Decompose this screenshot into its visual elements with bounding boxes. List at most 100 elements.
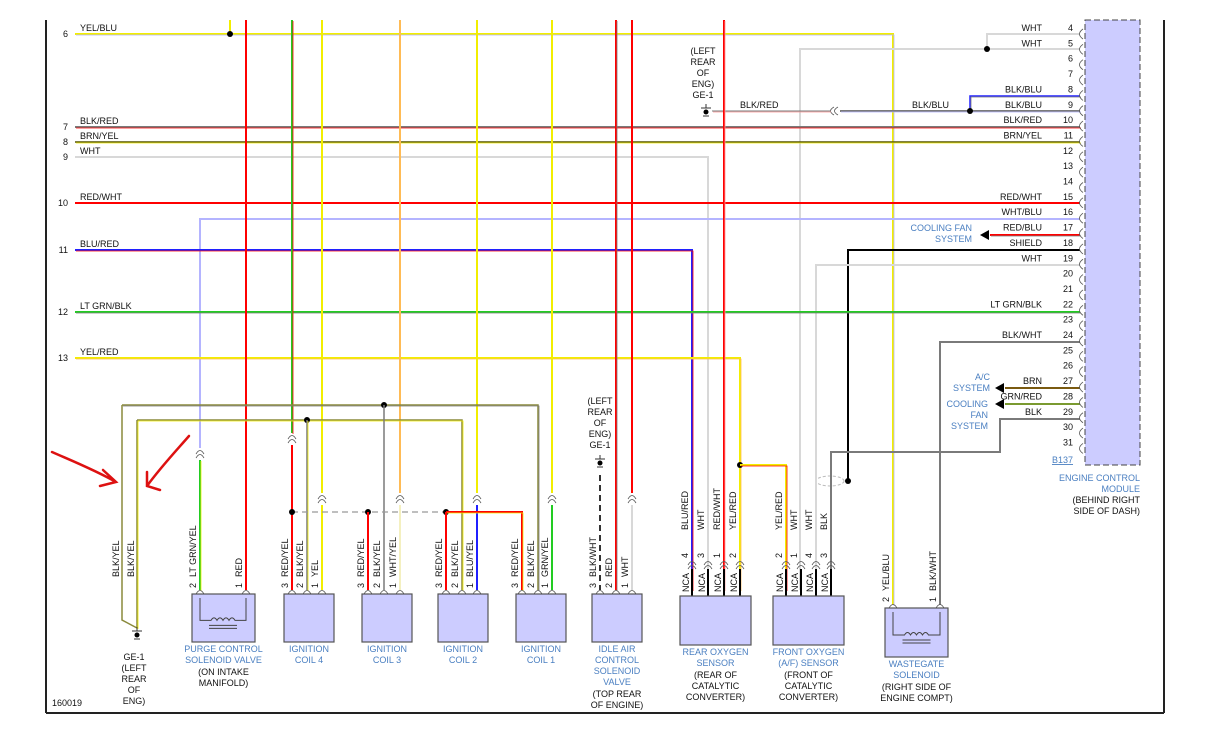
wire [740, 464, 787, 590]
component-coil3 [361, 593, 413, 643]
wire [75, 33, 894, 605]
component-fronto2 [772, 595, 845, 646]
ground-location-label: GE-1 [589, 440, 610, 450]
connector-icon [719, 561, 729, 570]
component-name: COIL 3 [373, 655, 401, 665]
component-name: IDLE AIR [598, 644, 636, 654]
ecm-location: (BEHIND RIGHT [1073, 495, 1141, 505]
splice-dot [227, 31, 233, 37]
pin-number: 1 [620, 583, 630, 588]
diagram-id: 160019 [52, 698, 82, 708]
ground-dot [703, 109, 709, 115]
component-location: (ON INTAKE [198, 667, 249, 677]
pin-number: 3 [696, 553, 706, 558]
ground-location-label: (LEFT [587, 396, 613, 406]
ground-icon-main [132, 627, 142, 640]
ecm-pin-number: 7 [1068, 69, 1073, 79]
ecm-pin-number: 6 [1068, 54, 1073, 64]
ecm-pin-wire-label: WHT [1022, 38, 1043, 48]
component-name: IGNITION [367, 644, 407, 654]
pin-number: 4 [680, 553, 690, 558]
ecm-connector-link[interactable]: B137 [1052, 455, 1073, 465]
ground-location-label: GE-1 [123, 652, 144, 662]
ecm-pin-icon [1079, 105, 1084, 117]
ecm-pin-number: 14 [1063, 177, 1073, 187]
pin-number: 3 [588, 583, 598, 588]
wire-tracer [123, 405, 540, 591]
pin-wire-label: BLK/YEL [372, 540, 382, 577]
pin-number: 1 [789, 553, 799, 558]
component-name: PURGE CONTROL [184, 644, 263, 654]
connector-icon [472, 495, 482, 504]
wire [986, 33, 1080, 49]
ecm-pin-wire-label: BLK/RED [1003, 115, 1042, 125]
component-name: IGNITION [443, 644, 483, 654]
ecm-pin-icon [1079, 228, 1084, 239]
ecm-pin-wire-label: BRN/YEL [1003, 130, 1042, 140]
component-location: CONVERTER) [686, 692, 745, 702]
ground-dot [597, 460, 603, 466]
annotation-arrow-left [50, 450, 119, 488]
connector-icon [687, 561, 697, 570]
pin-wire-label: WHT [620, 556, 630, 577]
ecm-pin-wire-label: BLK/WHT [1002, 330, 1043, 340]
wire [199, 218, 1080, 448]
pin-number: 4 [804, 553, 814, 558]
ecm-pin-number: 12 [1063, 146, 1073, 156]
ecm-pin-number: 23 [1063, 315, 1073, 325]
ecm-pin-number: 27 [1063, 376, 1073, 386]
ground-location-label: ENG) [123, 696, 146, 706]
wire [75, 249, 693, 590]
component-name: SOLENOID [893, 670, 940, 680]
ecm-pin-icon [1079, 212, 1084, 224]
connector-icon [287, 435, 297, 444]
pin-number: 1 [712, 553, 722, 558]
wire-tracer [447, 512, 524, 591]
nca-label: NCA [790, 573, 800, 592]
connector-icon [781, 561, 791, 570]
core-icon [209, 624, 237, 629]
wire-label: BLK/YEL [111, 540, 121, 577]
wire-tracer [76, 358, 742, 591]
wire-label: BLK/BLU [912, 100, 949, 110]
ecm-pin-icon [1079, 28, 1084, 40]
component-name: SOLENOID [594, 666, 641, 676]
left-pin-wire-label: YEL/RED [80, 347, 119, 357]
ecm-pin-number: 29 [1063, 407, 1073, 417]
ground-location-label: (LEFT [121, 663, 147, 673]
component-location: CONVERTER) [779, 692, 838, 702]
component-location: (REAR OF [694, 670, 738, 680]
pin-number: 2 [881, 597, 891, 602]
ecm-pin-wire-label: BRN [1023, 376, 1042, 386]
pin-wire-label: RED/YEL [280, 538, 290, 577]
ecm-pin-number: 21 [1063, 284, 1073, 294]
pin-number: 1 [540, 583, 550, 588]
component-name: CONTROL [595, 655, 639, 665]
ecm-pin-wire-label: BLK/BLU [1005, 100, 1042, 110]
side-system-label: SYSTEM [951, 421, 988, 431]
left-pin-wire-label: BLU/RED [80, 239, 120, 249]
ecm-pin-icon [1079, 412, 1084, 424]
component-name: IGNITION [521, 644, 561, 654]
wire [122, 404, 539, 590]
nca-label: NCA [805, 573, 815, 592]
pin-wire-label: BLK/YEL [450, 540, 460, 577]
component-location: ENGINE COMPT) [880, 693, 953, 703]
ground-location-label: REAR [121, 674, 147, 684]
wire [939, 341, 1080, 605]
connector-icon [826, 561, 836, 570]
ecm-pin-wire-label: RED/WHT [1000, 192, 1042, 202]
connector-icon [627, 495, 637, 504]
left-pin-wire-label: WHT [80, 146, 101, 156]
pin-wire-label: BLK/WHT [588, 536, 598, 577]
wire-tracer [76, 34, 895, 606]
ecm-pin-wire-label: SHIELD [1009, 238, 1042, 248]
wire [969, 95, 1080, 111]
wire-label: BLK/YEL [126, 540, 136, 577]
left-pin-number: 10 [58, 198, 68, 208]
pin-number: 2 [372, 583, 382, 588]
pin-number: 1 [465, 583, 475, 588]
ecm-pin-number: 18 [1063, 238, 1073, 248]
component-name: REAR OXYGEN [682, 647, 748, 657]
ecm-pin-number: 31 [1063, 437, 1073, 447]
